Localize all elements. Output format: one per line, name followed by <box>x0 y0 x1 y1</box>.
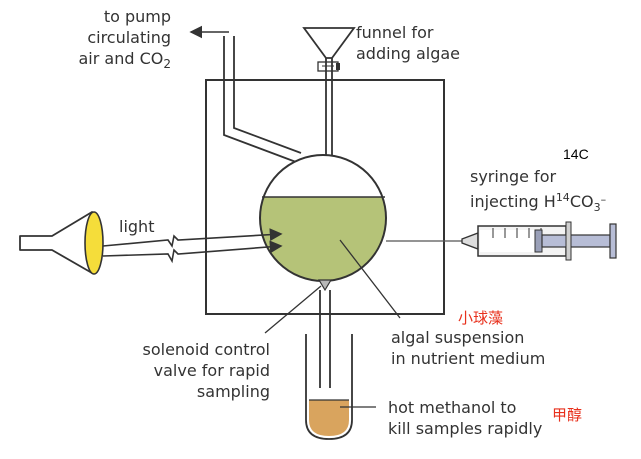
syringe-icon <box>386 221 617 261</box>
funnel-icon <box>302 27 356 72</box>
sampling-tube <box>319 290 331 388</box>
funnel-stem <box>325 58 333 157</box>
solenoid-label: solenoid control valve for rapid samplin… <box>142 340 271 401</box>
solenoid-valve <box>317 279 333 292</box>
syringe-label: syringe for injecting H14CO3– <box>470 167 607 214</box>
suspension-label: algal suspension in nutrient medium <box>391 328 546 368</box>
light-label: light <box>119 217 155 236</box>
pump-label: to pump circulating air and CO2 <box>78 7 171 71</box>
carbon14-label: 14C <box>563 146 589 162</box>
methanol-label: hot methanol to kill samples rapidly <box>388 398 543 438</box>
methanol-cn-label: 甲醇 <box>552 406 583 424</box>
methanol-test-tube <box>305 334 353 440</box>
funnel-label: funnel for adding algae <box>356 23 460 63</box>
light-rays <box>102 228 283 264</box>
lamp-icon <box>19 211 104 275</box>
air-tube <box>223 36 302 163</box>
chlorella-label: 小球藻 <box>458 309 504 327</box>
leader-lines <box>264 239 401 408</box>
